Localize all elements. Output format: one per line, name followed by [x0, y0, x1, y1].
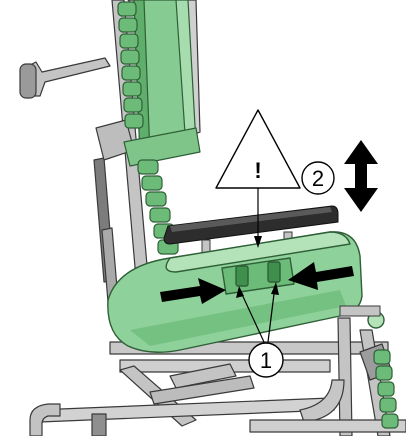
- seat-panel-top-edge: [165, 231, 351, 273]
- push-arrow-icon-left: [160, 278, 226, 304]
- seat-panel-shadow: [130, 290, 346, 346]
- seat-front-bolt: [339, 305, 381, 317]
- base-frame-curve: [29, 403, 61, 436]
- release-lever-right: [267, 261, 281, 283]
- marker-1-arrowhead-left: [236, 286, 244, 298]
- armrest-pad-top: [170, 207, 332, 232]
- warning-symbol: !: [254, 158, 261, 183]
- backrest: [117, 0, 201, 255]
- marker-1-arrowhead-right: [271, 282, 279, 295]
- release-lever-left: [235, 265, 249, 287]
- marker-1: 1: [248, 342, 284, 378]
- marker-2: 2: [301, 161, 335, 195]
- diagonal-brace-b: [169, 363, 237, 389]
- marker-1-leaders: [239, 285, 276, 343]
- push-handle-grip: [19, 63, 37, 99]
- wheelchair-frame: [19, 0, 406, 436]
- marker-2-label: 2: [312, 166, 324, 191]
- base-frame-front: [249, 419, 406, 433]
- seat-side-panel: [107, 231, 385, 353]
- warning-leader-arrowhead: [254, 236, 262, 248]
- base-frame-right: [299, 379, 345, 423]
- diagonal-brace-c: [149, 375, 255, 405]
- push-arrow-icon-right: [288, 262, 354, 290]
- marker-1-label: 1: [260, 348, 272, 373]
- warning-triangle-icon: !: [215, 109, 301, 189]
- double-headed-arrow-icon: [344, 140, 378, 212]
- backrest-segments: [117, 1, 179, 255]
- footrest-segments: [373, 349, 399, 429]
- wheel-hub: [91, 413, 107, 436]
- backrest-lower-pad: [123, 127, 201, 167]
- front-upright-tube: [337, 317, 353, 436]
